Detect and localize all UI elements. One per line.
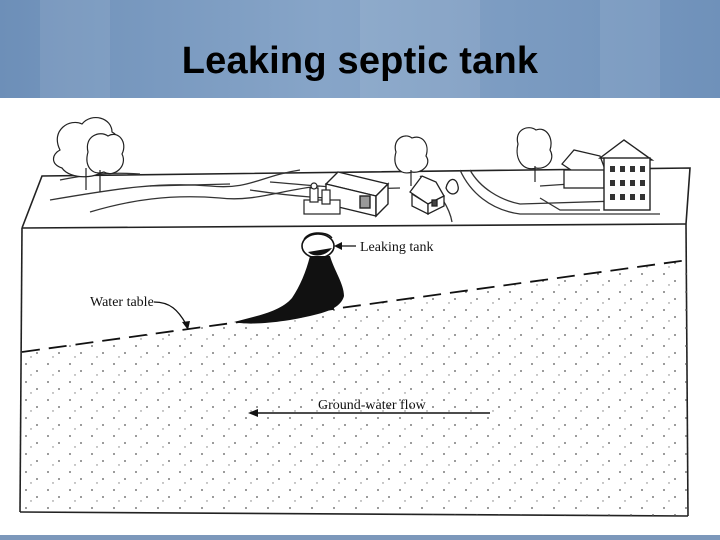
small-house [409, 175, 459, 216]
groundwater-flow-arrow [248, 409, 490, 417]
header-stripe [40, 0, 110, 98]
header-stripe [360, 0, 480, 98]
tree-center [394, 135, 429, 186]
apartment-building [598, 139, 655, 211]
septic-tank [301, 232, 335, 259]
contaminant-plume [234, 256, 344, 324]
fuel-pumps [303, 182, 341, 215]
leaking-tank-arrow [334, 242, 356, 250]
groundwater-flow-label: Ground-water flow [318, 398, 427, 413]
septic-tank-diagram: Leaking tank Water table Ground-water fl… [19, 116, 691, 517]
house-right [561, 149, 607, 189]
slide-bottom-bar [0, 535, 720, 540]
shop-building [324, 171, 390, 218]
slide-header [0, 0, 720, 98]
water-table-leader [153, 301, 190, 330]
header-stripe [600, 0, 660, 98]
water-table-line [21, 259, 689, 353]
leaking-tank-label: Leaking tank [360, 240, 433, 255]
saturated-zone [20, 260, 688, 516]
tree-cluster-left [52, 116, 125, 192]
water-table-label: Water table [90, 295, 154, 310]
tree-right [516, 127, 553, 182]
slide-title: Leaking septic tank [181, 40, 539, 82]
